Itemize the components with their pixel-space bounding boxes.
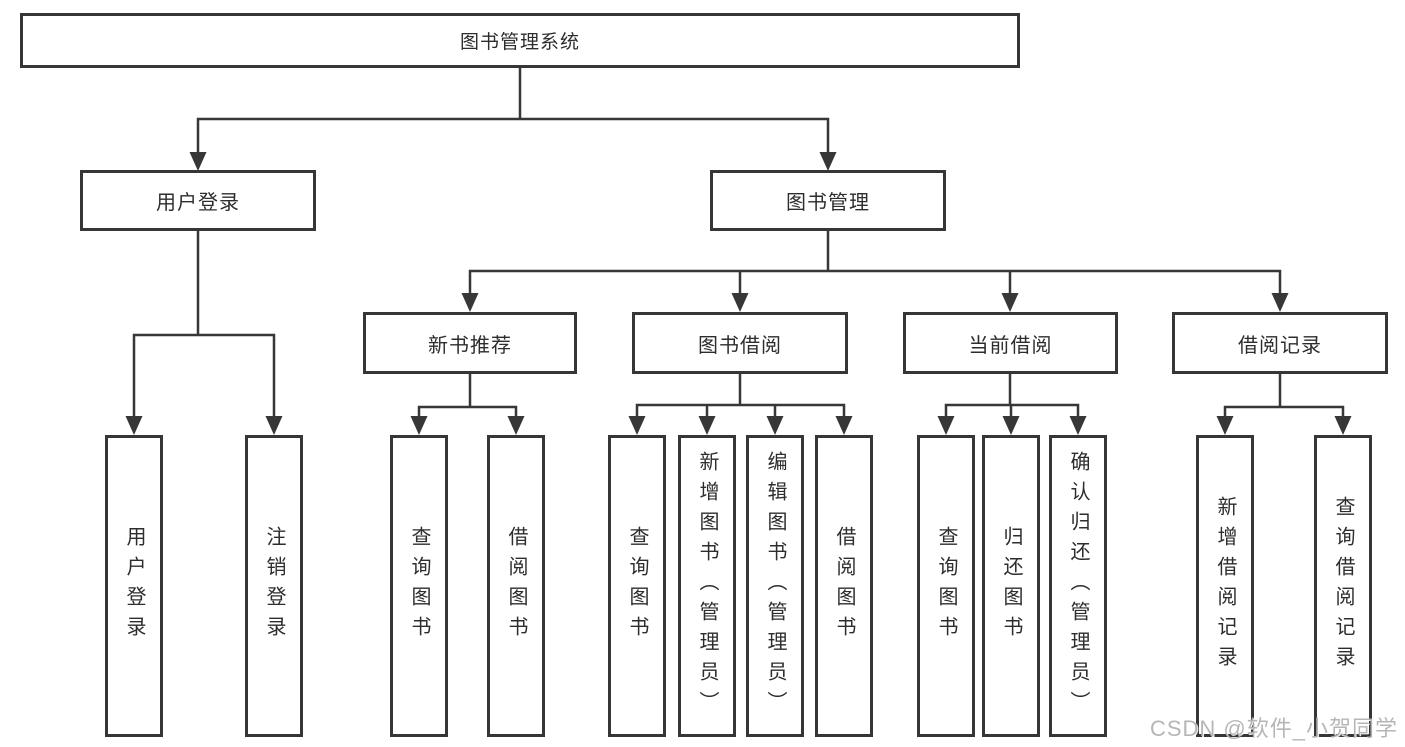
node-leaf-return-books: 归还图书 (982, 435, 1040, 737)
node-label: 新增借阅记录 (1214, 496, 1236, 676)
node-leaf-add-borrow-record: 新增借阅记录 (1196, 435, 1254, 737)
node-leaf-query-books-1: 查询图书 (390, 435, 448, 737)
node-label: 注销登录 (263, 526, 285, 646)
node-borrowing-records: 借阅记录 (1172, 312, 1388, 374)
node-leaf-query-borrow-record: 查询借阅记录 (1314, 435, 1372, 737)
node-leaf-borrow-books-1: 借阅图书 (487, 435, 545, 737)
node-library-management-system: 图书管理系统 (20, 13, 1020, 68)
node-user-login: 用户登录 (80, 170, 316, 231)
node-new-book-recommendation: 新书推荐 (363, 312, 577, 374)
node-label: 归还图书 (1000, 526, 1022, 646)
node-label: 借阅图书 (833, 526, 855, 646)
node-leaf-borrow-books-2: 借阅图书 (815, 435, 873, 737)
node-current-borrowing: 当前借阅 (903, 312, 1118, 374)
node-label: 图书管理 (786, 192, 870, 214)
node-label: 新书推荐 (428, 334, 512, 357)
node-book-borrowing: 图书借阅 (632, 312, 848, 374)
node-label: 图书管理系统 (459, 32, 580, 53)
node-label: 编辑图书（管理员） (764, 451, 786, 721)
node-label: 查询图书 (408, 526, 430, 646)
node-leaf-query-books-2: 查询图书 (608, 435, 666, 737)
node-label: 用户登录 (123, 526, 145, 646)
node-leaf-logout: 注销登录 (245, 435, 303, 737)
arrowheads (125, 152, 1352, 435)
node-label: 确认归还（管理员） (1067, 451, 1089, 721)
node-label: 查询借阅记录 (1332, 496, 1354, 676)
node-label: 借阅图书 (505, 526, 527, 646)
node-leaf-confirm-return-admin: 确认归还（管理员） (1049, 435, 1107, 737)
node-label: 查询图书 (626, 526, 648, 646)
node-leaf-query-books-3: 查询图书 (917, 435, 975, 737)
node-label: 新增图书（管理员） (696, 451, 718, 721)
node-label: 查询图书 (935, 526, 957, 646)
node-label: 借阅记录 (1238, 334, 1322, 357)
csdn-watermark: CSDN @软件_小贺同学 (1149, 716, 1398, 741)
node-book-management: 图书管理 (710, 170, 946, 231)
node-leaf-edit-books-admin: 编辑图书（管理员） (746, 435, 804, 737)
node-label: 图书借阅 (698, 334, 782, 357)
node-label: 当前借阅 (968, 334, 1053, 357)
node-leaf-add-books-admin: 新增图书（管理员） (678, 435, 736, 737)
node-leaf-user-login: 用户登录 (105, 435, 163, 737)
node-label: 用户登录 (156, 192, 240, 214)
